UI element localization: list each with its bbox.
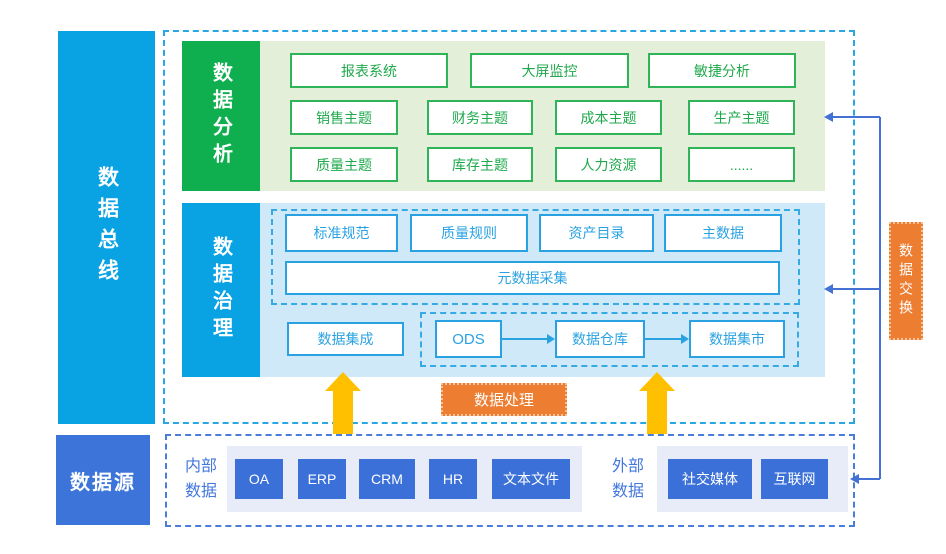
arrow-left-icon: [824, 284, 833, 294]
governance-section-label: 数据治理: [182, 203, 260, 377]
node-data-mart: 数据集市: [689, 320, 785, 358]
node-more-topic: ......: [688, 147, 795, 182]
node-internet: 互联网: [761, 459, 828, 499]
node-sales-topic: 销售主题: [290, 100, 398, 135]
governance-rules-container: [271, 209, 800, 305]
node-agile-analysis: 敏捷分析: [648, 53, 796, 88]
node-metadata-collect: 元数据采集: [285, 261, 780, 295]
flow-line-ods-warehouse: [502, 338, 548, 340]
node-cost-topic: 成本主题: [555, 100, 662, 135]
node-asset-catalog: 资产目录: [539, 214, 654, 252]
exchange-line-source: [858, 478, 880, 480]
node-crm: CRM: [359, 459, 415, 499]
node-hr-topic: 人力资源: [555, 147, 662, 182]
up-arrow-stem: [333, 390, 353, 434]
data-bus-container: [163, 30, 855, 424]
node-erp: ERP: [298, 459, 346, 499]
node-hr: HR: [429, 459, 477, 499]
node-social-media: 社交媒体: [668, 459, 752, 499]
data-source-label: 数据源: [56, 435, 150, 525]
up-arrow-icon: [639, 372, 675, 391]
node-standard-spec: 标准规范: [285, 214, 398, 252]
internal-data-label: 内部 数据: [184, 458, 217, 500]
node-text-file: 文本文件: [492, 459, 570, 499]
node-oa: OA: [235, 459, 283, 499]
node-master-data: 主数据: [664, 214, 782, 252]
data-bus-label: 数据总线: [58, 31, 155, 424]
up-arrow-icon: [325, 372, 361, 391]
exchange-line-governance: [832, 288, 880, 290]
arrow-right-icon: [681, 334, 689, 344]
flow-line-warehouse-mart: [645, 338, 682, 340]
external-data-label: 外部 数据: [611, 458, 644, 500]
exchange-vertical-line: [879, 117, 881, 479]
node-data-integration: 数据集成: [287, 322, 404, 356]
node-screen-monitor: 大屏监控: [470, 53, 629, 88]
node-ods: ODS: [435, 320, 502, 358]
node-data-exchange: 数据交换: [889, 222, 923, 340]
node-inventory-topic: 库存主题: [427, 147, 533, 182]
arrow-left-icon: [824, 112, 833, 122]
node-finance-topic: 财务主题: [427, 100, 533, 135]
node-report-system: 报表系统: [290, 53, 448, 88]
node-data-warehouse: 数据仓库: [555, 320, 645, 358]
arrow-right-icon: [547, 334, 555, 344]
node-quality-topic: 质量主题: [290, 147, 398, 182]
warehouse-flow-container: [420, 312, 799, 367]
node-quality-rule: 质量规则: [410, 214, 528, 252]
analysis-section-label: 数据分析: [182, 41, 260, 191]
exchange-line-analysis: [832, 116, 880, 118]
node-data-processing: 数据处理: [441, 383, 567, 416]
arrow-left-icon: [850, 474, 859, 484]
up-arrow-stem: [647, 390, 667, 434]
node-production-topic: 生产主题: [688, 100, 795, 135]
